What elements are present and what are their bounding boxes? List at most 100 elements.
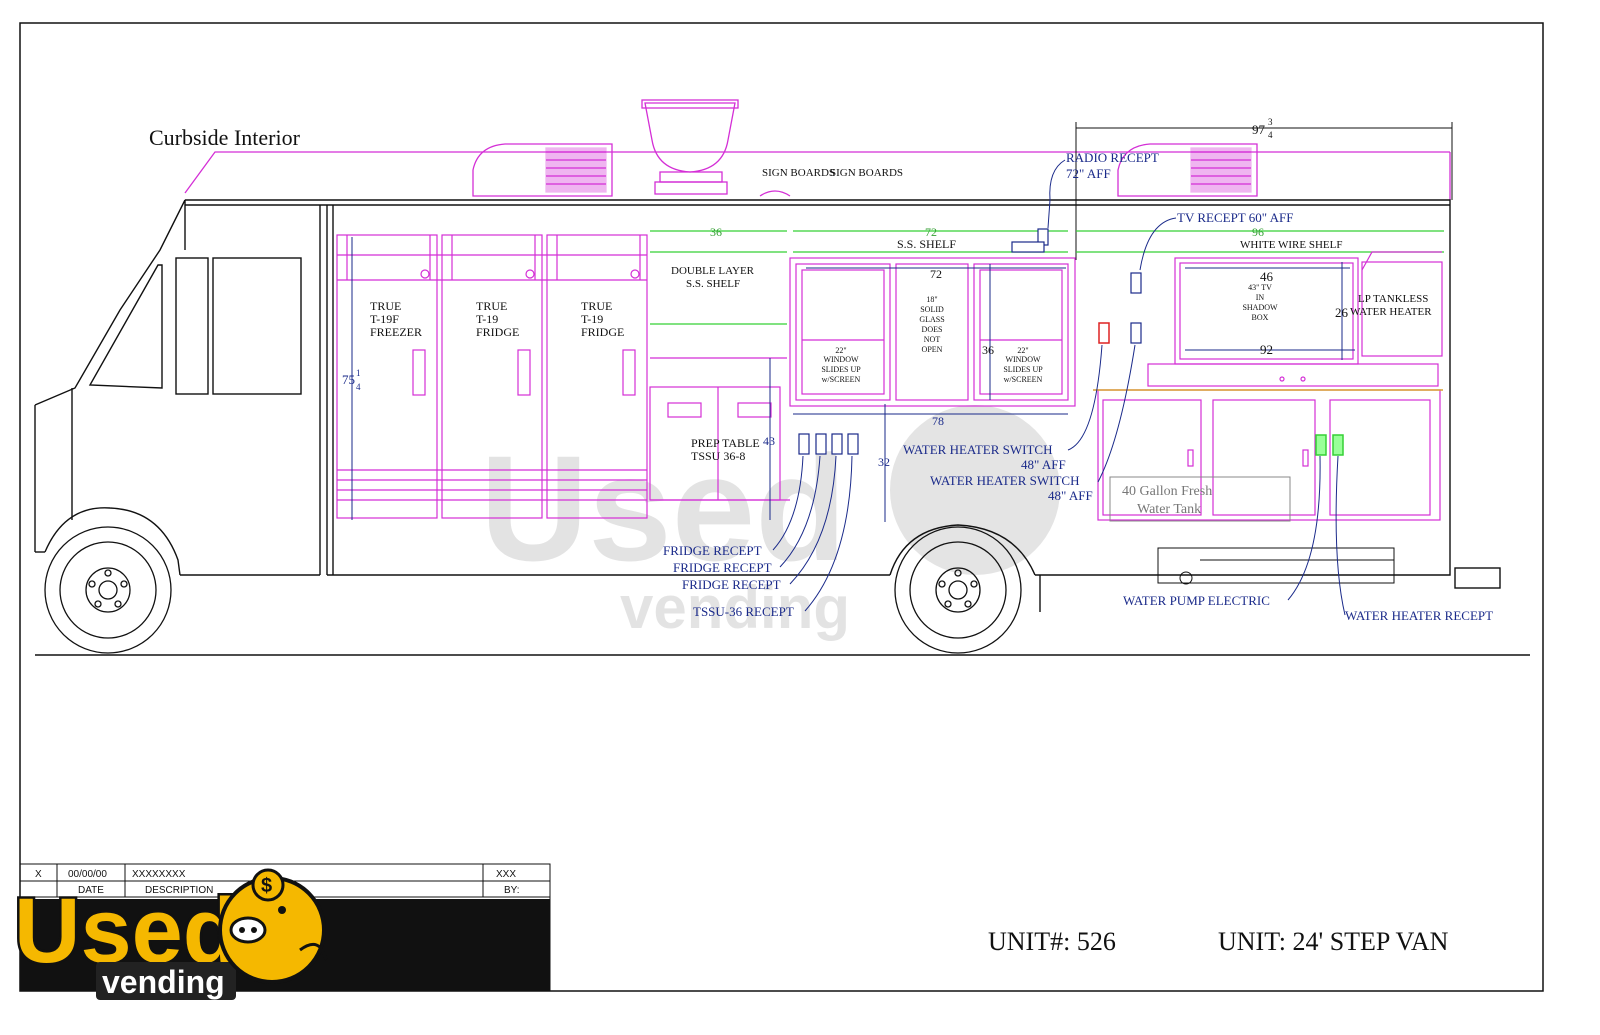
water-tank — [1109, 476, 1291, 522]
truck-body — [34, 199, 1530, 656]
tv-height-dim: 26 — [1335, 305, 1349, 320]
counter-height-dim: 32 — [878, 455, 890, 469]
wm-5: NOT — [924, 335, 941, 344]
window-dimension-lines — [793, 264, 1068, 522]
wm-3: GLASS — [919, 315, 944, 324]
counter-span-dim: 92 — [1260, 342, 1273, 357]
sheet-border — [19, 22, 1544, 992]
window-span-dim: 78 — [932, 414, 944, 428]
tv-label-1: 43" TV — [1248, 283, 1272, 292]
wr-1: 22" — [1017, 346, 1028, 355]
water-tank-label-1: 40 Gallon Fresh — [1122, 484, 1212, 499]
fridge1-label-3: FRIDGE — [476, 325, 519, 339]
whs1-label-2: 48" AFF — [1021, 457, 1066, 472]
overall-dim-num: 3 — [1268, 117, 1273, 127]
shelf2-dim: 72 — [925, 225, 937, 239]
whs2-label-1: WATER HEATER SWITCH — [930, 473, 1080, 488]
fridge2-label-3: FRIDGE — [581, 325, 624, 339]
ss-shelf-label: S.S. SHELF — [897, 237, 956, 251]
wm-6: OPEN — [922, 345, 943, 354]
sign-board-label-1: SIGN BOARDS — [762, 167, 835, 179]
fridge2-label-1: TRUE — [581, 299, 612, 313]
white-wire-shelf-label: WHITE WIRE SHELF — [1240, 239, 1342, 251]
under-tank — [1157, 547, 1395, 585]
water-tank-label-2: Water Tank — [1137, 502, 1201, 517]
wr-2: WINDOW — [1005, 355, 1041, 364]
service-windows — [789, 257, 1076, 407]
prep-table — [649, 357, 790, 501]
tb-desc: XXXXXXXX — [132, 869, 186, 880]
tssu-recept: TSSU-36 RECEPT — [693, 604, 794, 619]
fridge-recept-3: FRIDGE RECEPT — [682, 577, 781, 592]
double-layer-label-2: S.S. SHELF — [686, 278, 740, 290]
wl-4: w/SCREEN — [822, 375, 861, 384]
refrigeration-units — [336, 234, 648, 519]
tb-rev: X — [35, 869, 42, 880]
coin-icon — [251, 868, 285, 902]
wl-3: SLIDES UP — [821, 365, 861, 374]
wm-4: DOES — [922, 325, 943, 334]
prep-height-dim: 43 — [763, 434, 775, 448]
double-layer-label-1: DOUBLE LAYER — [671, 265, 755, 277]
rear-wheel — [894, 526, 1022, 654]
wm-1: 18" — [926, 295, 937, 304]
fridge-height-whole: 75 — [342, 372, 355, 387]
wr-3: SLIDES UP — [1003, 365, 1043, 374]
fridge1-label-1: TRUE — [476, 299, 507, 313]
pump-recept-box — [1315, 434, 1327, 456]
tv-dimension-lines — [1185, 262, 1355, 360]
tv-recept-label: TV RECEPT 60" AFF — [1177, 210, 1293, 225]
freezer-label-1: TRUE — [370, 299, 401, 313]
watermark: Used vending — [480, 405, 1060, 641]
tv-label-4: BOX — [1252, 313, 1269, 322]
tb-h-by: BY: — [504, 885, 520, 896]
roof-equipment — [184, 99, 1451, 200]
prep-label-1: PREP TABLE — [691, 436, 760, 450]
fridge-height-den: 4 — [356, 382, 361, 392]
tb-h-desc: DESCRIPTION — [145, 885, 213, 896]
fridge2-label-2: T-19 — [581, 312, 603, 326]
wr-4: w/SCREEN — [1004, 375, 1043, 384]
tv-label-2: IN — [1256, 293, 1265, 302]
wm-2: SOLID — [920, 305, 944, 314]
fridge-height-num: 1 — [356, 368, 361, 378]
overall-dimension — [1075, 122, 1453, 260]
whs1-label-1: WATER HEATER SWITCH — [903, 442, 1053, 457]
used-vending-logo: Used vending $ — [12, 868, 328, 1000]
prep-label-2: TSSU 36-8 — [691, 449, 745, 463]
heater-recept-box — [1332, 434, 1344, 456]
callout-leaders — [772, 159, 1346, 616]
wl-1: 22" — [835, 346, 846, 355]
fridge1-label-2: T-19 — [476, 312, 498, 326]
fridge-recept-1: FRIDGE RECEPT — [663, 543, 762, 558]
receptacles — [798, 228, 1142, 455]
watermark-sub: vending — [620, 574, 850, 641]
logo-symbol: $ — [261, 875, 272, 897]
sign-board-label-2: SIGN BOARDS — [830, 167, 903, 179]
overall-dim-whole: 97 — [1252, 122, 1266, 137]
tv-label-3: SHADOW — [1242, 303, 1278, 312]
exhaust-hood-fan — [644, 102, 736, 173]
page-title: Curbside Interior — [149, 125, 301, 150]
ac-unit-2 — [1117, 143, 1258, 197]
overall-dim-den: 4 — [1268, 130, 1273, 140]
lp-heater-label-1: LP TANKLESS — [1358, 293, 1428, 305]
unit-type: UNIT: 24' STEP VAN — [1218, 927, 1449, 956]
water-heater-switch-box — [1098, 322, 1110, 344]
watermark-word: Used — [480, 424, 847, 592]
fridge-recept-2: FRIDGE RECEPT — [673, 560, 772, 575]
tb-by: XXX — [496, 869, 516, 880]
wl-2: WINDOW — [823, 355, 859, 364]
ac-unit-1 — [472, 143, 613, 197]
tb-date: 00/00/00 — [68, 869, 107, 880]
lp-heater-label-2: WATER HEATER — [1350, 306, 1432, 318]
water-heater-recept-label: WATER HEATER RECEPT — [1345, 608, 1493, 623]
shelf-dimensions — [650, 230, 1444, 325]
radio-recept-label-2: 72" AFF — [1066, 166, 1111, 181]
tb-h-date: DATE — [78, 885, 104, 896]
radio-recept-label-1: RADIO RECEPT — [1066, 150, 1159, 165]
unit-number: UNIT#: 526 — [988, 927, 1116, 956]
freezer-label-3: FREEZER — [370, 325, 422, 339]
water-pump-label: WATER PUMP ELECTRIC — [1123, 593, 1270, 608]
